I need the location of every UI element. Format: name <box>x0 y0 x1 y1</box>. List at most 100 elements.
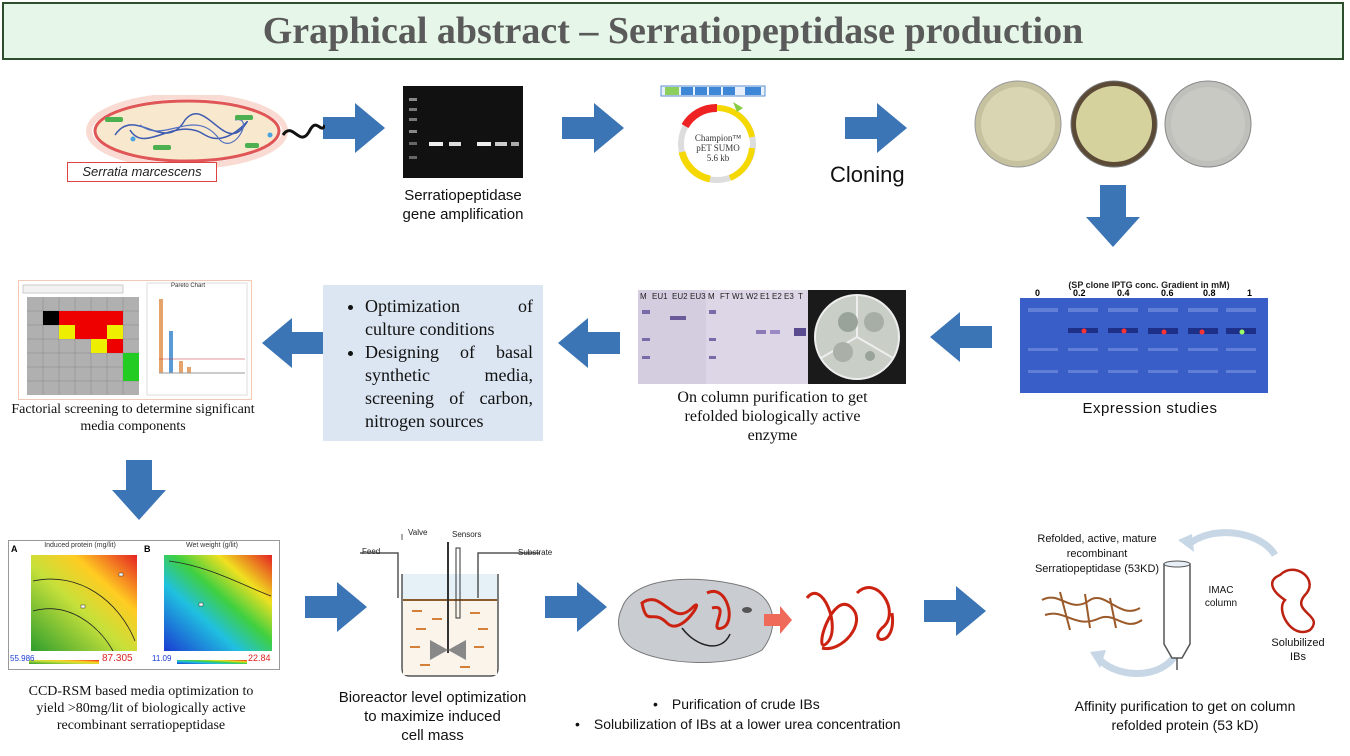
expression-header: (SP clone IPTG conc. Gradient in mM) <box>1068 280 1230 290</box>
gel-caption-line2: gene amplification <box>402 206 524 223</box>
factorial-caption-line1: Factorial screening to determine signifi… <box>11 402 255 417</box>
rsm-caption-line1: CCD-RSM based media optimization to <box>28 684 254 699</box>
optimization-item: Optimization of culture conditions <box>365 295 533 341</box>
factorial-caption: Factorial screening to determine signifi… <box>8 401 258 435</box>
purification-caption-line2: refolded biologically active <box>684 408 861 425</box>
bioreactor-caption: Bioreactor level optimization to maximiz… <box>325 688 540 745</box>
lane-label: M <box>708 292 715 301</box>
plasmid-name-line1: Champion™ <box>694 133 742 143</box>
rsm-panel-a-title: Induced protein (mg/lit) <box>44 542 116 549</box>
factorial-screenshot <box>18 280 252 400</box>
plasmid-label: Champion™ pET SUMO 5.6 kb <box>688 133 748 163</box>
purification-lanes-left: M EU1 EU2 EU3 <box>640 292 706 302</box>
gel-image <box>403 86 523 178</box>
ibs-bullets: •Purification of crude IBs •Solubilizati… <box>565 694 965 734</box>
lane-label: E2 <box>772 292 782 301</box>
lane-label: E1 <box>760 292 770 301</box>
inclusion-bodies-illustration <box>612 568 922 668</box>
lane-label: 0.4 <box>1117 288 1130 298</box>
rsm-panel-b-label: B <box>144 544 151 554</box>
imac-label-line1: IMAC <box>1208 585 1234 596</box>
factorial-caption-line2: media components <box>80 419 186 434</box>
rsm-caption: CCD-RSM based media optimization to yiel… <box>6 683 276 734</box>
optimization-item: Designing of basal synthetic media, scre… <box>365 341 533 433</box>
affinity-purification-illustration <box>1030 520 1335 690</box>
rsm-panel-b-title: Wet weight (g/lit) <box>186 542 238 549</box>
refolded-label-line2: recombinant <box>1066 548 1128 560</box>
plasmid-size: 5.6 kb <box>706 153 730 163</box>
rsm-b-range-high: 22.84 <box>248 653 271 663</box>
arrow-right-icon <box>305 582 367 632</box>
page-title: Graphical abstract – Serratiopeptidase p… <box>262 10 1084 52</box>
refolded-label-line3: Serratiopeptidase (53KD) <box>1034 563 1160 575</box>
solubilized-label: Solubilized IBs <box>1258 636 1338 664</box>
refolded-label-line1: Refolded, active, mature <box>1037 533 1157 545</box>
cloning-label: Cloning <box>830 162 905 187</box>
rsm-a-range-low: 55.986 <box>10 654 35 663</box>
refolded-label: Refolded, active, mature recombinant Ser… <box>1022 532 1172 577</box>
lane-label: 1 <box>1247 288 1253 298</box>
rsm-panel-a-label: A <box>11 544 18 554</box>
arrow-down-icon <box>1086 185 1140 247</box>
rsm-caption-line2: yield >80mg/lit of biologically active <box>36 701 246 716</box>
rsm-a-range-high: 87.305 <box>102 653 133 664</box>
lane-label: EU2 <box>672 292 688 301</box>
lane-label: T <box>798 292 803 301</box>
bioreactor-substrate-label: Substrate <box>518 548 553 557</box>
arrow-left-icon <box>262 318 324 368</box>
purification-gel-left <box>638 290 706 384</box>
bioreactor-feed-label: Feed <box>362 547 381 556</box>
bioreactor-caption-line1: Bioreactor level optimization <box>338 689 527 706</box>
bioreactor-caption-line3: cell mass <box>401 727 464 744</box>
lane-label: W1 <box>732 292 744 301</box>
bioreactor-diagram <box>360 528 560 678</box>
gel-caption: Serratiopeptidase gene amplification <box>383 186 543 224</box>
arrow-right-icon <box>845 103 907 153</box>
ibs-bullet-text: Purification of crude IBs <box>671 696 820 712</box>
expression-caption: Expression studies <box>1082 400 1218 417</box>
lane-label: 0.6 <box>1161 288 1174 298</box>
purification-gel-right <box>706 290 808 384</box>
purification-caption: On column purification to get refolded b… <box>640 388 905 445</box>
purification-caption-line3: enzyme <box>747 427 798 444</box>
lane-label: 0.8 <box>1203 288 1216 298</box>
affinity-caption: Affinity purification to get on column r… <box>1030 697 1340 735</box>
arrow-left-icon <box>558 318 620 368</box>
affinity-caption-line2: refolded protein (53 kD) <box>1111 717 1259 733</box>
plasmid-name-line2: pET SUMO <box>696 143 740 153</box>
rsm-caption-line3: recombinant serratiopeptidase <box>56 718 226 733</box>
lane-label: FT <box>720 292 730 301</box>
affinity-caption-line1: Affinity purification to get on column <box>1074 698 1296 714</box>
ibs-bullet-1: •Purification of crude IBs <box>653 696 820 712</box>
arrow-right-icon <box>545 582 607 632</box>
arrow-right-icon <box>924 586 986 636</box>
lane-label: 0 <box>1035 288 1041 298</box>
arrow-down-icon <box>112 460 166 520</box>
imac-label-line2: column <box>1204 598 1238 609</box>
arrow-right-icon <box>562 103 624 153</box>
ibs-bullet-text: Solubilization of IBs at a lower urea co… <box>593 716 901 732</box>
lane-label: M <box>640 292 647 301</box>
arrow-left-icon <box>930 312 992 362</box>
lane-label: EU1 <box>652 292 668 301</box>
rsm-contour-plots <box>8 540 280 670</box>
bioreactor-valve-label: Valve <box>408 528 428 537</box>
purification-lanes-right: M FT W1 W2 E1 E2 E3 T <box>708 292 808 302</box>
expression-lane-labels: 0 0.2 0.4 0.6 0.8 1 <box>1025 288 1270 298</box>
plasmid-map <box>655 82 770 192</box>
lane-label: W2 <box>746 292 758 301</box>
optimization-box: Optimization of culture conditions Desig… <box>323 285 543 441</box>
gel-caption-line1: Serratiopeptidase <box>404 187 522 204</box>
lane-label: EU3 <box>690 292 706 301</box>
rsm-b-range-low: 11.09 <box>152 654 172 663</box>
zymogram-plate <box>808 290 906 384</box>
imac-column-label: IMAC column <box>1196 584 1246 610</box>
organism-label: Serratia marcescens <box>67 162 217 182</box>
lane-label: E3 <box>784 292 794 301</box>
bioreactor-caption-line2: to maximize induced <box>364 708 501 725</box>
arrow-right-icon <box>323 103 385 153</box>
expression-gel <box>1020 298 1268 393</box>
lane-label: 0.2 <box>1073 288 1086 298</box>
solubilized-label-line2: IBs <box>1290 651 1306 663</box>
pareto-chart-title: Pareto Chart <box>170 283 206 289</box>
